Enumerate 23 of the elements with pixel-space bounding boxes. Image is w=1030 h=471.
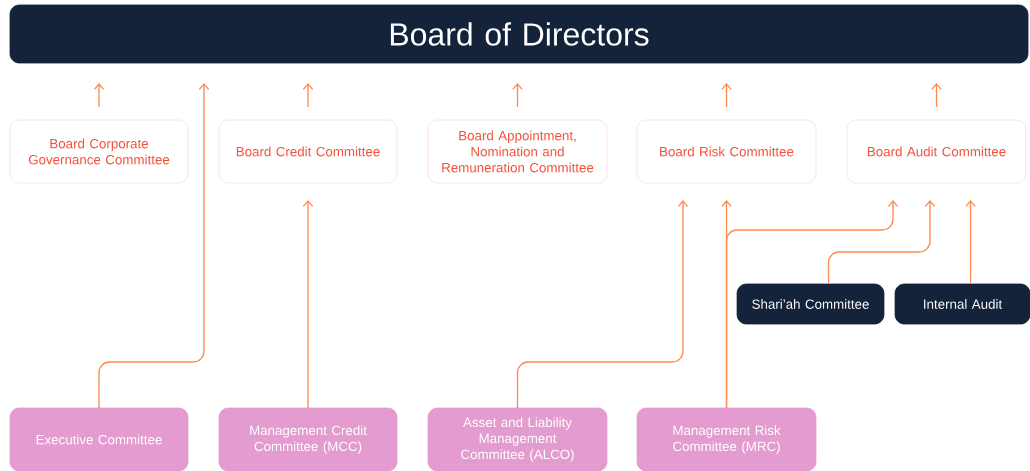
arrow xyxy=(516,200,689,409)
committee-box: Board Audit Committee xyxy=(846,119,1027,184)
banner: Board of Directors xyxy=(9,4,1029,64)
committee-box: Board Credit Committee xyxy=(218,119,398,184)
arrow xyxy=(725,200,899,409)
arrow xyxy=(721,83,732,108)
arrow xyxy=(302,83,314,108)
arrow xyxy=(302,200,314,409)
arrow xyxy=(827,200,936,285)
committee-box: Board Risk Committee xyxy=(636,119,817,184)
committee-box: Executive Committee xyxy=(9,407,189,471)
arrow xyxy=(965,200,976,285)
arrow xyxy=(93,83,105,108)
committee-box: Shari’ah Committee xyxy=(736,283,885,325)
committee-box: Internal Audit xyxy=(894,283,1030,325)
arrow xyxy=(98,83,210,409)
arrow xyxy=(512,83,523,108)
arrow xyxy=(931,83,942,108)
committee-box: Management Credit Committee (MCC) xyxy=(218,407,398,471)
committee-box: Board Appointment, Nomination and Remuneration Committee xyxy=(427,119,608,184)
committee-box: Management Risk Committee (MRC) xyxy=(636,407,817,471)
committee-box: Board Corporate Governance Committee xyxy=(9,119,189,184)
committee-box: Asset and Liability Management Committee (ALCO) xyxy=(427,407,608,471)
